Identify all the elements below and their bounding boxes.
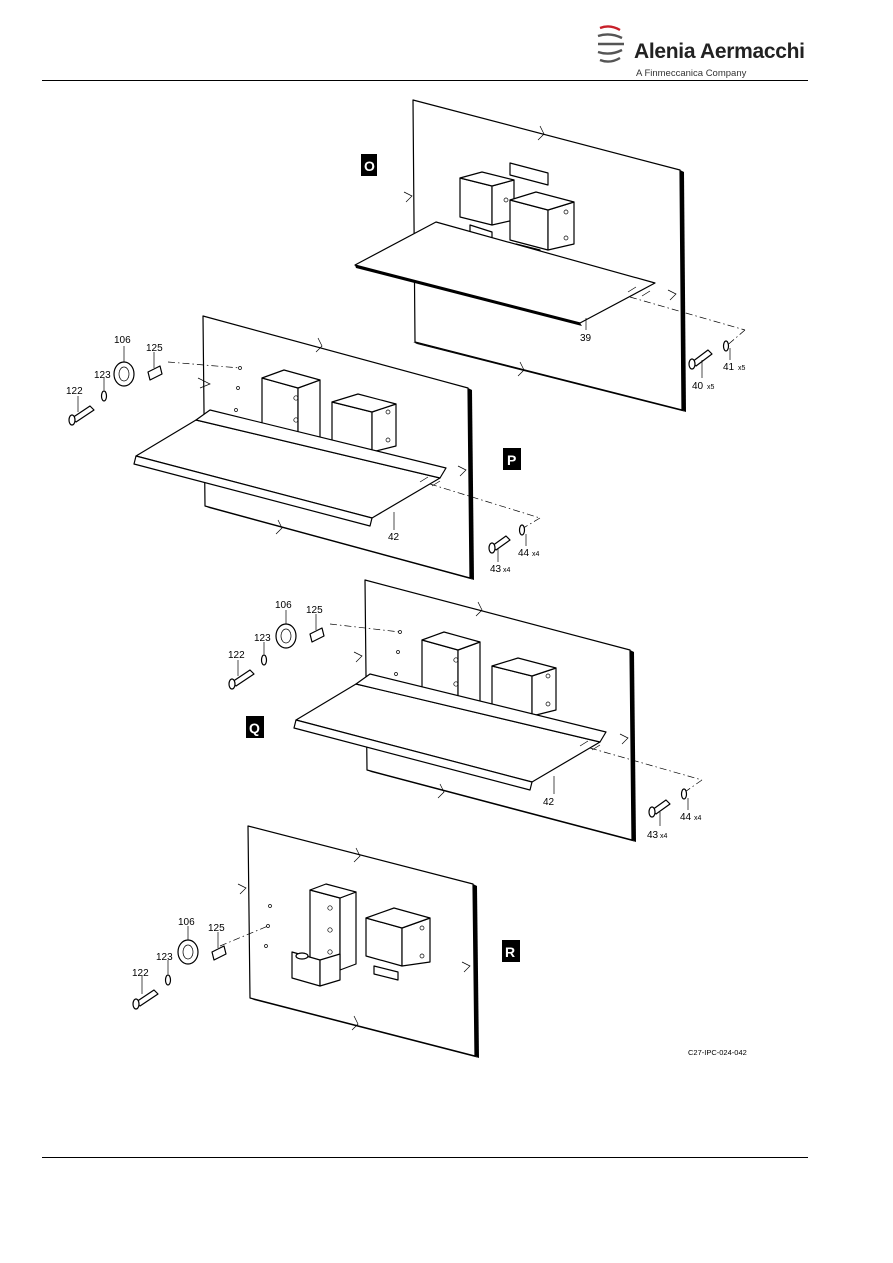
callout-label: 122 <box>132 968 149 979</box>
callout-label: 39 <box>580 333 592 344</box>
callout-quantity: x4 <box>694 815 702 822</box>
header-divider <box>42 80 808 81</box>
view-letter-box <box>503 448 521 470</box>
brand-name: Alenia Aermacchi <box>634 40 805 63</box>
spacer-125-icon <box>147 365 163 381</box>
callout-quantity: x5 <box>707 384 715 391</box>
brand-swoosh-icon <box>597 25 624 63</box>
callout-label: 123 <box>156 952 173 963</box>
view-r <box>132 825 479 1058</box>
view-q <box>228 579 703 842</box>
callout-label: 44 <box>680 812 692 823</box>
callout-label: 43 <box>490 564 502 575</box>
callout-label: 41 <box>723 362 735 373</box>
callout-quantity: x4 <box>503 567 511 574</box>
callout-label: 106 <box>178 917 195 928</box>
washer-41-icon <box>722 340 730 352</box>
spacer-125-icon <box>309 627 325 643</box>
washer-123-icon <box>100 390 108 402</box>
callout-label: 106 <box>275 600 292 611</box>
callout-label: 125 <box>306 605 323 616</box>
callout-label: 42 <box>543 797 555 808</box>
footer-divider <box>42 1157 808 1158</box>
washer-44-icon <box>680 788 688 800</box>
callout-label: 122 <box>66 386 83 397</box>
grommet-106-icon <box>275 623 297 649</box>
mounting-panel <box>247 825 476 1057</box>
callout-label: 125 <box>146 343 163 354</box>
view-letter: P <box>507 452 516 468</box>
callout-label: 122 <box>228 650 245 661</box>
grommet-106-icon <box>177 939 199 965</box>
callout-label: 40 <box>692 381 704 392</box>
figure-code: C27-IPC-024-042 <box>688 1048 747 1057</box>
washer-44-icon <box>518 524 526 536</box>
brand-subtitle: A Finmeccanica Company <box>636 68 747 79</box>
callout-label: 42 <box>388 532 400 543</box>
callout-label: 125 <box>208 923 225 934</box>
callout-label: 106 <box>114 335 131 346</box>
callout-label: 43 <box>647 830 659 841</box>
view-p <box>68 315 541 580</box>
view-letter: Q <box>249 720 260 736</box>
callout-quantity: x5 <box>738 365 746 372</box>
view-letter-box <box>246 716 264 738</box>
view-letter: O <box>364 158 375 174</box>
view-o <box>354 99 746 412</box>
callout-label: 44 <box>518 548 530 559</box>
brand-logo: Alenia Aermacchi A Finmeccanica Company <box>596 22 805 80</box>
view-letter-box <box>361 154 377 176</box>
callout-label: 123 <box>94 370 111 381</box>
spacer-125-icon <box>211 945 227 961</box>
callout-label: 123 <box>254 633 271 644</box>
view-letter-box <box>502 940 520 962</box>
callout-quantity: x4 <box>532 551 540 558</box>
washer-123-icon <box>260 654 268 666</box>
washer-123-icon <box>164 974 172 986</box>
shelf-39 <box>354 221 656 324</box>
callout-quantity: x4 <box>660 833 668 840</box>
view-letter: R <box>505 944 515 960</box>
grommet-106-icon <box>113 361 135 387</box>
